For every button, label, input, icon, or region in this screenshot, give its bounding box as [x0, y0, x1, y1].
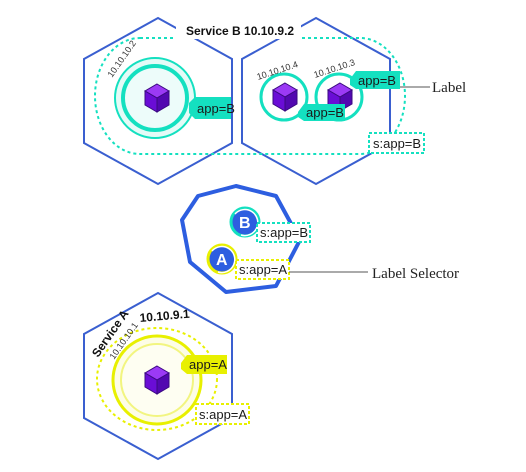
pod-a1-label-tag[interactable]: [181, 355, 227, 374]
service-a-badge-letter: A: [216, 252, 228, 269]
service-a-ip: 10.10.9.1: [139, 307, 190, 325]
center-selector-a-text: s:app=A: [239, 262, 287, 277]
label-selector-callout-text: Label Selector: [372, 266, 459, 282]
label-callout-text: Label: [432, 80, 466, 96]
service-b-selector-text: s:app=B: [373, 136, 421, 151]
pod-b3-label-tag[interactable]: [350, 71, 400, 89]
service-b-title: Service B 10.10.9.2: [186, 24, 294, 38]
service-a-selector-tag[interactable]: [195, 403, 250, 425]
service-a-badge-arrow-icon: [211, 245, 236, 274]
service-b-badge-arrow-icon: [234, 208, 259, 237]
service-a-boundary: [96, 327, 218, 431]
service-b-boundary: [94, 37, 406, 155]
service-b-selector-tag[interactable]: [368, 132, 425, 154]
service-a-selector-text: s:app=A: [199, 407, 247, 422]
center-selector-a-tag[interactable]: [235, 259, 290, 280]
pod-a1-label-text: app=A: [189, 357, 227, 372]
pod-b3-label-text: app=B: [358, 73, 396, 88]
center-selector-b-text: s:app=B: [260, 225, 308, 240]
center-selector-b-tag[interactable]: [256, 222, 311, 243]
pod-b1-label-text: app=B: [197, 101, 235, 116]
pod-b2-label-tag[interactable]: [298, 104, 345, 121]
service-b-badge-letter: B: [239, 215, 251, 232]
pod-b2-label-text: app=B: [306, 105, 344, 120]
pod-b1-label-tag[interactable]: [189, 97, 231, 119]
